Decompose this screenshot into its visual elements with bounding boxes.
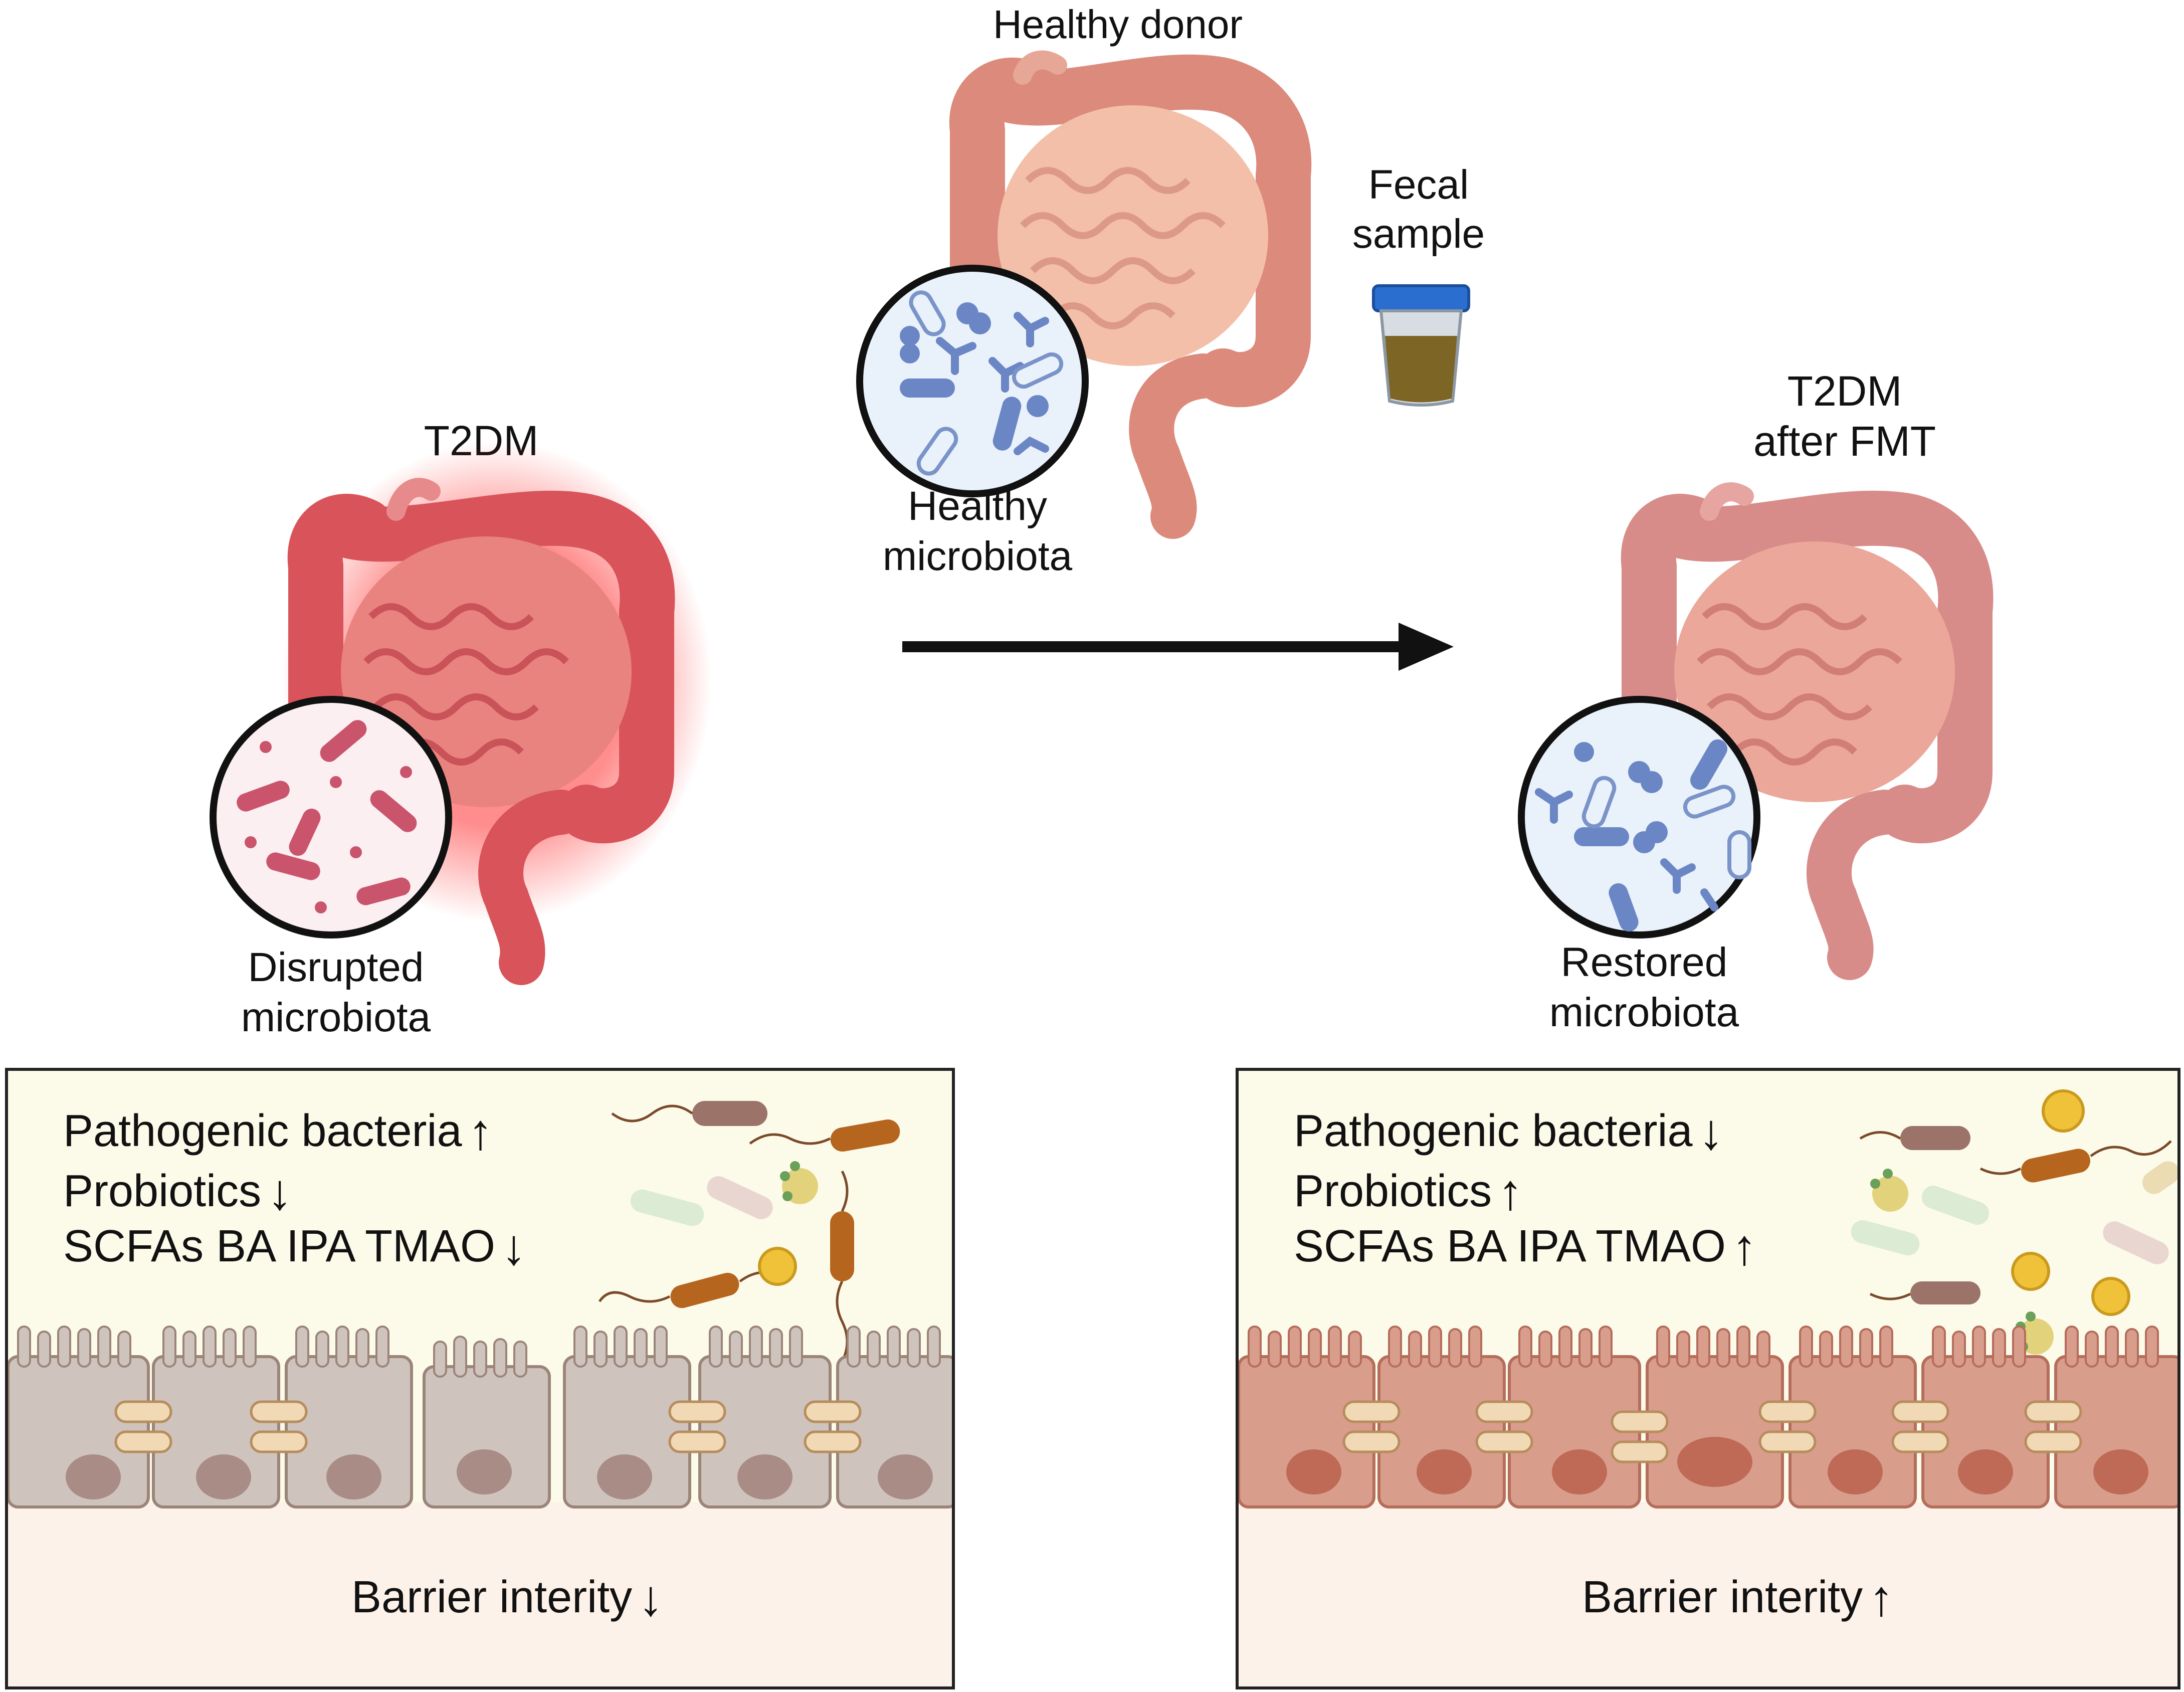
t2dm-line-probiotics: Probiotics↓ <box>63 1164 293 1220</box>
after-line-metabolites: SCFAs BA IPA TMAO↑ <box>1294 1219 1757 1275</box>
after-line-probiotics: Probiotics↑ <box>1294 1164 1523 1220</box>
donor-title: Healthy donor <box>992 2 1243 47</box>
down-arrow-icon: ↓ <box>267 1164 293 1220</box>
after-line-pathogenic: Pathogenic bacteria↓ <box>1294 1104 1724 1160</box>
down-arrow-icon: ↓ <box>1698 1104 1724 1160</box>
t2dm-microbiota-magnifier-icon <box>210 696 452 938</box>
after-barrier-integrity: Barrier interity↑ <box>1582 1570 1894 1626</box>
down-arrow-icon: ↓ <box>638 1570 664 1626</box>
after-fmt-title: T2DM after FMT <box>1753 367 1936 465</box>
down-arrow-icon: ↓ <box>501 1219 526 1275</box>
after-fmt-microbiota-magnifier-icon <box>1518 696 1760 938</box>
after-fmt-epithelial-cell-icon <box>1239 1326 2177 1509</box>
donor-microbiota-magnifier-icon <box>856 265 1089 497</box>
after-fmt-microbiota-label: Restored microbiota <box>1549 939 1739 1035</box>
up-arrow-icon: ↑ <box>1498 1164 1523 1220</box>
after-fmt-bacteria-icon <box>1851 1089 2177 1355</box>
t2dm-line-pathogenic: Pathogenic bacteria↑ <box>63 1104 493 1160</box>
t2dm-microbiota-label: Disrupted microbiota <box>241 945 431 1040</box>
t2dm-gut-barrier-panel: Pathogenic bacteria↑ Probiotics↓ SCFAs B… <box>5 1068 955 1689</box>
tight-junction-icon <box>1342 1400 2082 1463</box>
t2dm-barrier-integrity: Barrier interity↓ <box>351 1570 664 1626</box>
t2dm-line-metabolites: SCFAs BA IPA TMAO↓ <box>63 1219 526 1275</box>
fmt-transfer-arrow <box>902 623 1454 671</box>
up-arrow-icon: ↑ <box>468 1104 493 1160</box>
donor-microbiota-label: Healthy microbiota <box>882 483 1073 579</box>
after-fmt-gut-barrier-panel: Pathogenic bacteria↓ Probiotics↑ SCFAs B… <box>1236 1068 2180 1689</box>
tight-junction-icon <box>114 1400 862 1453</box>
t2dm-epithelial-cell-icon <box>8 1326 952 1509</box>
up-arrow-icon: ↑ <box>1731 1219 1757 1275</box>
lumen-lower-band <box>1239 1502 2177 1686</box>
fecal-sample-label: Fecal sample <box>1352 162 1485 257</box>
lumen-lower-band <box>8 1502 952 1686</box>
t2dm-bacteria-icon <box>598 1101 900 1363</box>
fecal-sample-cup-icon <box>1372 284 1470 407</box>
up-arrow-icon: ↑ <box>1869 1570 1894 1626</box>
